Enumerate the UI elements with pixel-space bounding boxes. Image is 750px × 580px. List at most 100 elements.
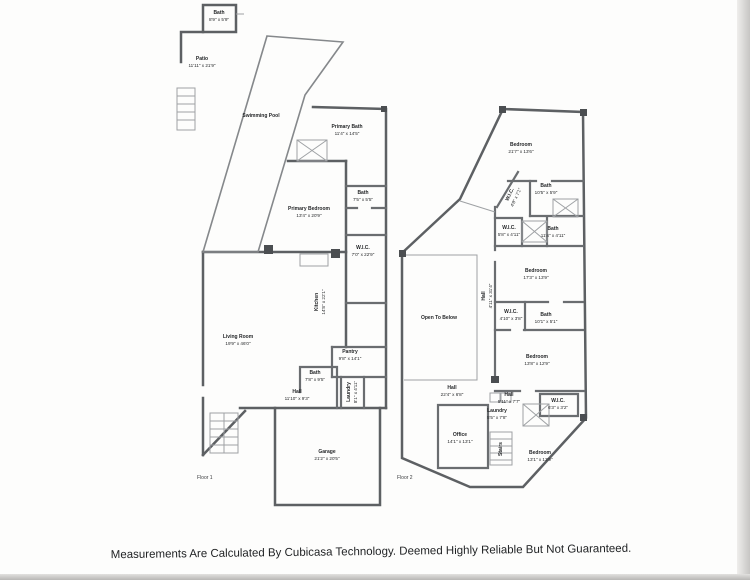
room-name: Bath	[309, 369, 321, 376]
room-name: Office	[452, 431, 468, 438]
room-dims: 11'4" x 14'5"	[334, 130, 360, 136]
room-label-stairs: Stairs	[498, 442, 505, 456]
room-label-bath-upper-f1: Bath 7'5" x 5'5"	[353, 190, 373, 202]
room-dims: 5'5" x 7'8"	[486, 414, 508, 420]
room-dims: 21'2" x 20'5"	[314, 455, 340, 461]
room-dims: 19'9" x 46'0"	[225, 340, 251, 346]
room-name: Primary Bath	[331, 123, 363, 130]
room-name: Pantry	[342, 348, 358, 355]
room-dims: 13'8" x 12'9"	[524, 360, 550, 366]
room-name: Patio	[195, 55, 209, 62]
room-dims: 7'5" x 5'5"	[352, 196, 374, 202]
room-name: Primary Bedroom	[288, 205, 330, 212]
room-dims: 10'5" x 5'9"	[534, 189, 558, 195]
room-label-wic-lower: W.I.C. 6'3" x 3'2"	[548, 398, 568, 410]
room-dims: 5'8" x 4'11"	[497, 231, 521, 237]
room-name: Swimming Pool	[242, 112, 280, 119]
room-dims: 13'1" x 13'9"	[527, 456, 553, 462]
room-name: W.I.C.	[551, 397, 565, 404]
room-label-bath-lower-f1: Bath 7'8" x 9'5"	[305, 370, 325, 382]
room-label-hall-f1: Hall 11'10" x 9'3"	[285, 389, 310, 401]
room-name: Hall	[447, 384, 457, 391]
room-name: Hall	[292, 388, 302, 395]
room-name: Laundry	[345, 382, 352, 402]
room-label-bath-patio: Bath 8'9" x 5'9"	[209, 10, 229, 22]
room-label-wic-mid: W.I.C. 4'10" x 3'8"	[500, 309, 523, 321]
room-name: W.I.C.	[502, 224, 516, 231]
room-label-hall-small: Hall 5'11" x 7'7"	[498, 392, 520, 404]
room-dims: 14'1" x 13'1"	[447, 438, 473, 444]
room-label-living-room: Living Room 19'9" x 46'0"	[223, 334, 253, 346]
room-dims: 6'3" x 3'2"	[547, 404, 569, 410]
room-label-bedroom-top: Bedroom 21'7" x 13'6"	[508, 142, 533, 154]
room-label-wic-upper-f2: W.I.C. 5'8" x 4'11"	[498, 225, 520, 237]
room-label-bath-mid: Bath 10'1" x 5'1"	[535, 312, 558, 324]
room-label-bedroom-mid: Bedroom 17'3" x 13'9"	[523, 268, 548, 280]
room-dims: 22'4" x 6'8"	[440, 391, 464, 397]
room-dims: 11'10" x 9'3"	[284, 395, 310, 401]
room-label-hall-long: Hall 22'4" x 6'8"	[441, 385, 464, 397]
room-label-garage: Garage 21'2" x 20'5"	[314, 449, 339, 461]
floor2-outer-walls	[400, 107, 588, 489]
floor2-caption: Floor 2	[397, 475, 413, 481]
room-name: Bedroom	[510, 141, 532, 148]
floor2-posts	[399, 106, 587, 421]
room-label-primary-bedroom: Primary Bedroom 13'4" x 20'9"	[288, 206, 330, 218]
room-dims: 7'0" x 22'9"	[351, 251, 375, 257]
room-name: W.I.C.	[504, 308, 518, 315]
room-name: Bath	[540, 311, 552, 318]
room-dims: 8'9" x 5'9"	[208, 16, 230, 22]
room-label-kitchen: Kitchen 14'8" x 22'1"	[314, 289, 326, 314]
room-name: Bedroom	[529, 449, 551, 456]
room-label-swimming-pool: Swimming Pool	[242, 113, 279, 120]
room-name: Hall	[504, 391, 514, 398]
room-name: Living Room	[222, 333, 254, 340]
floor1-posts	[264, 106, 387, 258]
floor1-details	[176, 13, 329, 454]
room-label-patio: Patio 11'11" x 21'9"	[188, 56, 215, 68]
room-dims: 5'11" x 7'7"	[497, 398, 521, 404]
room-dims: 21'7" x 13'6"	[508, 148, 534, 154]
floor1-inner-walls	[298, 184, 388, 410]
room-label-office: Office 14'1" x 13'1"	[447, 432, 472, 444]
scan-edge-right	[737, 0, 750, 580]
room-label-laundry-f1: Laundry 8'1" x 4'11"	[346, 381, 358, 403]
room-name: Kitchen	[313, 292, 320, 312]
room-dims: 14'8" x 22'1"	[320, 289, 326, 315]
floor2-details	[404, 198, 579, 466]
room-dims: 4'10" x 3'8"	[499, 315, 523, 321]
room-dims: 9'8" x 14'1"	[338, 355, 362, 361]
room-dims: 7'8" x 9'5"	[304, 376, 326, 382]
room-name: Bath	[540, 182, 552, 189]
room-dims: 4'11" x 31'4"	[487, 283, 493, 309]
room-name: Garage	[318, 448, 336, 455]
room-label-bedroom-lower: Bedroom 13'8" x 12'9"	[524, 354, 549, 366]
room-name: Bedroom	[525, 267, 547, 274]
room-dims: 8'1" x 4'11"	[352, 380, 358, 404]
room-label-wic-f1: W.I.C. 7'0" x 22'9"	[352, 245, 375, 257]
room-dims: 11'11" x 21'9"	[188, 62, 216, 68]
room-name: W.I.C.	[356, 244, 370, 251]
room-dims: 11'4" x 4'11"	[540, 232, 566, 238]
room-dims: 17'3" x 13'9"	[523, 274, 549, 280]
room-label-open-to-below: Open To Below	[421, 315, 457, 322]
room-name: Open To Below	[420, 314, 458, 321]
room-label-laundry-f2: Laundry 5'5" x 7'8"	[487, 408, 507, 420]
room-label-hall-vertical: Hall 4'11" x 31'4"	[481, 284, 493, 309]
room-dims: 13'4" x 20'9"	[296, 212, 322, 218]
scan-edge-bottom	[0, 574, 750, 580]
room-label-primary-bath: Primary Bath 11'4" x 14'5"	[331, 124, 362, 136]
room-name: Bath	[213, 9, 225, 16]
room-name: Laundry	[487, 407, 507, 414]
room-name: Stairs	[497, 442, 504, 456]
room-label-bedroom-bottom: Bedroom 13'1" x 13'9"	[527, 450, 552, 462]
room-dims: 10'1" x 5'1"	[534, 318, 558, 324]
room-label-pantry: Pantry 9'8" x 14'1"	[339, 349, 362, 361]
room-name: Bath	[547, 225, 559, 232]
room-name: Bath	[357, 189, 369, 196]
room-label-bath-upper-f2: Bath 11'4" x 4'11"	[541, 226, 566, 238]
floor1-caption: Floor 1	[197, 475, 213, 481]
room-name: Bedroom	[526, 353, 548, 360]
